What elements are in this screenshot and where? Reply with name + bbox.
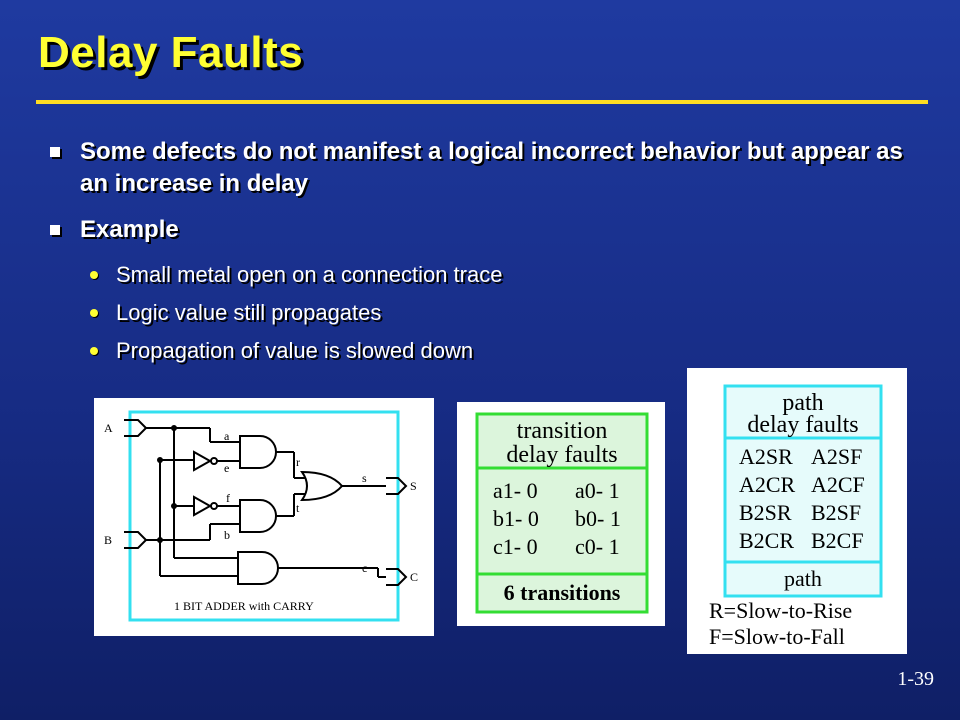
- bullet-item: Some defects do not manifest a logical i…: [50, 136, 910, 200]
- dot-bullet-icon: [90, 271, 98, 279]
- sub-bullet-text: Small metal open on a connection trace: [116, 262, 503, 287]
- sub-bullet-item: Small metal open on a connection trace: [50, 260, 910, 290]
- transition-header-2: delay faults: [506, 442, 617, 468]
- path-cell: A2CF: [811, 472, 865, 497]
- circuit-frame: [128, 410, 400, 622]
- path-cell: A2CR: [739, 472, 796, 497]
- net-label-a: a: [224, 429, 230, 443]
- input-pin-b: [124, 531, 148, 549]
- output-label-s: S: [410, 479, 417, 493]
- net-label-b: b: [224, 528, 230, 542]
- square-bullet-icon: [50, 147, 60, 157]
- path-cell: B2CR: [739, 528, 794, 553]
- circuit-caption: 1 BIT ADDER with CARRY: [174, 599, 314, 613]
- output-pin-c: [386, 568, 408, 586]
- path-cell: B2CF: [811, 528, 864, 553]
- slide-title: Delay Faults: [38, 28, 304, 77]
- path-legend-rise: R=Slow-to-Rise: [709, 598, 852, 623]
- path-footer: path: [784, 566, 822, 591]
- transition-header-1: transition: [517, 418, 608, 444]
- path-cell: B2SF: [811, 500, 861, 525]
- net-label-t: t: [296, 501, 300, 515]
- net-label-e: e: [224, 461, 229, 475]
- bullet-text: Some defects do not manifest a logical i…: [80, 138, 903, 197]
- net-label-s: s: [362, 471, 367, 485]
- or-gate: [300, 470, 344, 502]
- net-label-c: c: [362, 561, 367, 575]
- sub-bullet-text: Logic value still propagates: [116, 300, 382, 325]
- transition-footer: 6 transitions: [504, 580, 621, 605]
- path-cell: A2SF: [811, 444, 862, 469]
- transition-cell: c1- 0: [493, 534, 538, 559]
- path-faults-figure: path delay faults A2SR A2SF A2CR A2CF B2…: [687, 368, 907, 654]
- bullet-text: Example: [80, 216, 179, 243]
- dot-bullet-icon: [90, 347, 98, 355]
- transition-cell: b0- 1: [575, 506, 621, 531]
- output-label-c: C: [410, 570, 418, 584]
- and-gate-top: [239, 435, 277, 469]
- output-pin-s: [386, 477, 408, 495]
- sub-bullet-item: Propagation of value is slowed down: [50, 336, 910, 366]
- dot-bullet-icon: [90, 309, 98, 317]
- bullet-list: Some defects do not manifest a logical i…: [50, 136, 910, 374]
- and-gate-bottom: [239, 499, 277, 533]
- path-legend-fall: F=Slow-to-Fall: [709, 624, 845, 649]
- sub-bullet-text: Propagation of value is slowed down: [116, 338, 474, 363]
- path-cell: B2SR: [739, 500, 792, 525]
- title-underline: [36, 100, 928, 104]
- sub-bullet-item: Logic value still propagates: [50, 298, 910, 328]
- path-header-2: delay faults: [747, 412, 858, 438]
- inverter-top: [193, 450, 213, 472]
- adder-circuit-figure: A B S C a e f b r t s c 1 BIT ADDER with…: [94, 398, 434, 636]
- input-pin-a: [124, 419, 148, 437]
- transition-cell: c0- 1: [575, 534, 620, 559]
- transition-cell: b1- 0: [493, 506, 539, 531]
- and-gate-carry: [237, 551, 279, 585]
- net-label-r: r: [296, 455, 300, 469]
- net-label-f: f: [226, 491, 230, 505]
- path-faults-table: path delay faults A2SR A2SF A2CR A2CF B2…: [709, 384, 883, 649]
- path-header-1: path: [782, 390, 823, 416]
- path-cell: A2SR: [739, 444, 793, 469]
- input-label-a: A: [104, 421, 113, 435]
- transition-cell: a1- 0: [493, 478, 538, 503]
- adder-circuit-diagram: A B S C a e f b r t s c 1 BIT ADDER with…: [104, 410, 418, 622]
- input-label-b: B: [104, 533, 112, 547]
- transition-faults-figure: transition delay faults a1- 0 a0- 1 b1- …: [457, 402, 665, 626]
- inverter-bottom: [193, 495, 213, 517]
- transition-faults-table: transition delay faults a1- 0 a0- 1 b1- …: [475, 412, 649, 614]
- transition-cell: a0- 1: [575, 478, 620, 503]
- page-number: 1-39: [897, 668, 934, 690]
- bullet-item: Example: [50, 214, 910, 246]
- square-bullet-icon: [50, 225, 60, 235]
